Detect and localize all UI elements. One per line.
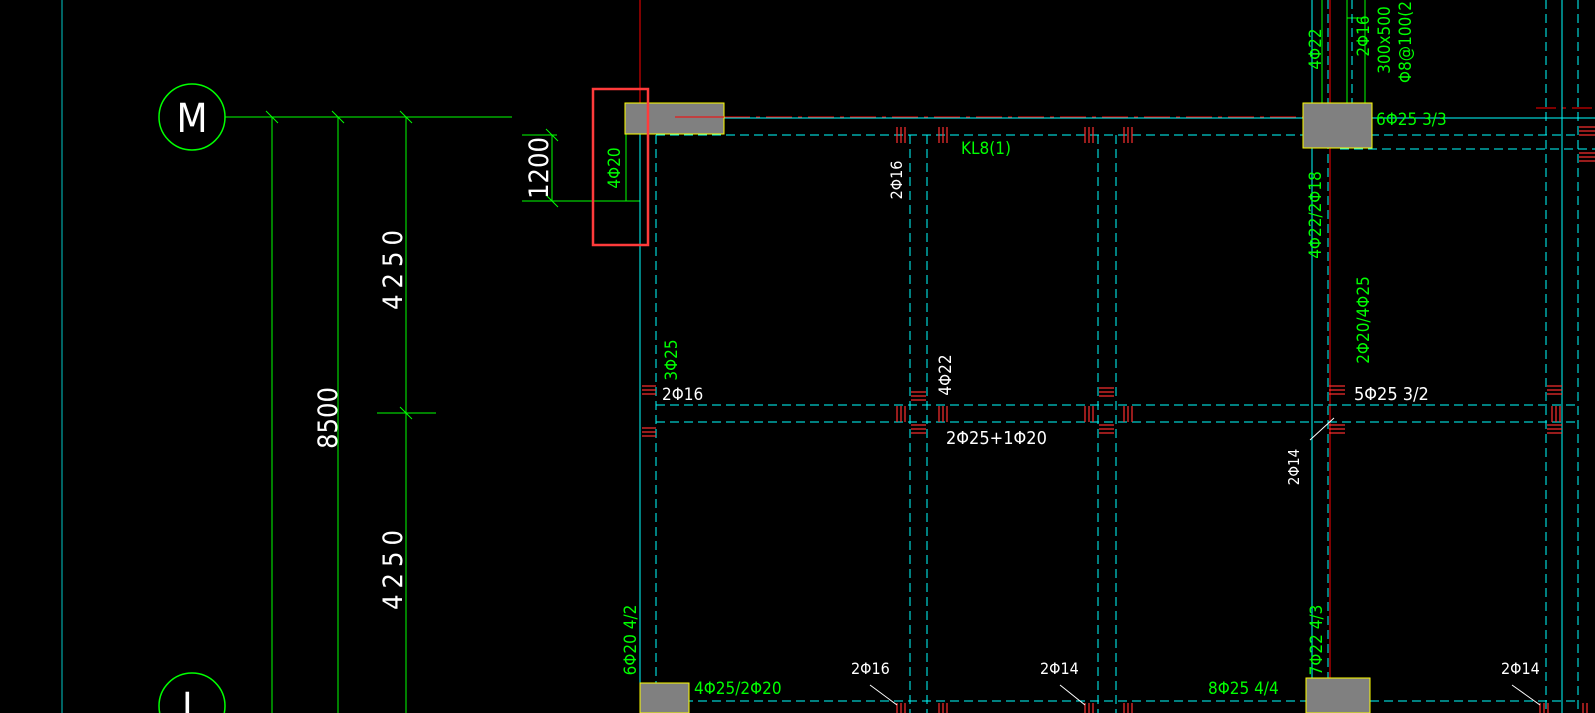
- column-bottom-left: [639, 682, 690, 713]
- column-top-left: [624, 102, 725, 135]
- selection-highlight-box[interactable]: [591, 87, 650, 247]
- column-bottom-right: [1305, 677, 1371, 713]
- beam-outlines: [639, 0, 1595, 713]
- label-far-right-top-3: Φ8@100(2: [1396, 1, 1416, 83]
- leader-lines: [869, 417, 1541, 706]
- axis-marker-m-label: M: [176, 96, 207, 142]
- label-top-right-vertical: 4Φ22: [1306, 28, 1326, 69]
- label-bottom-far-right: 2Φ14: [1501, 659, 1540, 678]
- label-left-mid: 2Φ16: [662, 385, 703, 405]
- label-right-vertical-1: 4Φ22/2Φ18: [1306, 171, 1326, 259]
- dimension-lower-text: 4250: [378, 524, 409, 610]
- label-bottom-left: 4Φ25/2Φ20: [694, 679, 782, 699]
- dimension-total-text: 8500: [313, 387, 344, 449]
- label-center-bottom: 2Φ25+1Φ20: [946, 428, 1047, 449]
- label-left-lower-vertical: 6Φ20 4/2: [621, 605, 641, 676]
- axis-lines: [639, 0, 1595, 713]
- dimension-offset-text: 1200: [524, 137, 555, 199]
- label-bottom-1: 2Φ16: [851, 659, 890, 678]
- label-small-diag-1: 2Φ14: [1285, 449, 1303, 485]
- label-far-right-top-2: 300x500: [1375, 6, 1395, 73]
- column-top-right: [1302, 102, 1373, 149]
- label-center-vertical: 4Φ22: [936, 354, 956, 395]
- label-bottom-3: 8Φ25 4/4: [1208, 679, 1279, 699]
- rebar-annotations: 4Φ20 4Φ22 2Φ16 300x500 Φ8@100(2 6Φ25 3/3…: [605, 1, 1540, 699]
- label-right-vertical-2: 2Φ20/4Φ25: [1354, 276, 1374, 364]
- rebar-tick-marks: [642, 126, 1595, 713]
- label-far-right-top-1: 2Φ16: [1354, 15, 1374, 56]
- dimension-lines: [225, 0, 1366, 713]
- label-beam-name: KL8(1): [961, 139, 1011, 159]
- label-bottom-2: 2Φ14: [1040, 659, 1079, 678]
- label-right-mid: 5Φ25 3/2: [1354, 384, 1429, 405]
- label-left-vertical: 3Φ25: [662, 339, 682, 380]
- columns: [624, 102, 1373, 713]
- axis-marker-l: L: [158, 672, 226, 713]
- dimension-upper-text: 4250: [378, 224, 409, 310]
- axis-marker-l-label: L: [182, 685, 202, 713]
- label-right-column-top: 6Φ25 3/3: [1376, 110, 1447, 130]
- label-upper-vertical-a: 2Φ16: [887, 161, 906, 200]
- label-right-lower-vertical: 7Φ22 4/3: [1307, 605, 1327, 676]
- label-corner-column: 4Φ20: [605, 147, 625, 188]
- axis-marker-m: M: [158, 83, 226, 151]
